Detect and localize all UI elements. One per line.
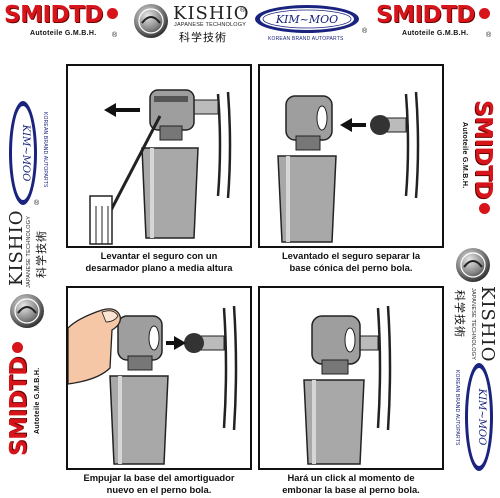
caption-line: nuevo en el perno bola. [106,484,212,495]
kishio-emblem-icon [456,248,490,282]
registered-mark: ® [486,32,492,39]
step-1-illustration [66,64,252,248]
red-dot-icon [479,8,490,19]
kimmoo-logo-left: KIM~MOO KOREAN BRAND AUTOPARTS ® [4,100,54,210]
smidtd-logo-top-right: SMIDTD Autoteile G.M.B.H. ® [376,2,496,40]
step-2-illustration [258,64,444,248]
caption-line: Hará un click al momento de [287,472,415,483]
kimmoo-emblem-icon: KIM~MOO [9,101,37,205]
kishio-emblem-icon [10,294,44,328]
smidtd-wordmark: SMIDTD [4,2,103,28]
caption-line: embonar la base al perno bola. [282,484,420,495]
step-3-illustration [66,286,252,470]
caption-line: desarmador plano a media altura [85,262,233,273]
kishio-cjk-text: 科学技術 [179,31,227,44]
kimmoo-logo-right: KIM~MOO KOREAN BRAND AUTOPARTS [448,360,498,494]
step-4-caption: Hará un click al momento de embonar la b… [258,472,444,496]
red-dot-icon [12,342,23,353]
kishio-logo-left: KISHIO JAPANESE TECHNOLOGY 科学技術 [4,210,56,330]
smidtd-subtitle: Autoteile G.M.B.H. [461,122,468,189]
kimmoo-subtitle: KOREAN BRAND AUTOPARTS [268,36,344,42]
kishio-cjk-text: 科学技術 [453,290,466,338]
kishio-subtitle: JAPANESE TECHNOLOGY [26,215,32,288]
step-2-caption: Levantado el seguro separar la base cóni… [258,250,444,274]
registered-mark: ® [112,32,118,39]
kishio-wordmark: KISHIO [6,209,27,286]
kishio-logo-top: KISHIO JAPANESE TECHNOLOGY 科学技術 ® [132,2,250,44]
kishio-wordmark: KISHIO [477,286,498,363]
kishio-wordmark: KISHIO [173,3,250,24]
registered-mark: ® [362,28,368,35]
kishio-emblem-icon [134,4,168,38]
registered-mark: ® [240,7,246,14]
caption-line: Levantado el seguro separar la [281,250,421,261]
smidtd-wordmark: SMIDTD [470,100,496,199]
kishio-subtitle: JAPANESE TECHNOLOGY [470,288,476,361]
kimmoo-subtitle: KOREAN BRAND AUTOPARTS [454,370,460,446]
kishio-cjk-text: 科学技術 [35,230,48,278]
kimmoo-emblem-icon: KIM~MOO [255,5,359,33]
smidtd-logo-top-left: SMIDTD Autoteile G.M.B.H. ® [4,2,120,39]
smidtd-subtitle: Autoteile G.M.B.H. [402,30,469,37]
red-dot-icon [479,203,490,214]
red-dot-icon [107,8,118,19]
svg-text:KIM~MOO: KIM~MOO [20,124,31,182]
svg-text:KIM~MOO: KIM~MOO [476,388,487,446]
smidtd-wordmark: SMIDTD [6,357,32,456]
caption-line: Levantar el seguro con un [100,250,218,261]
smidtd-subtitle: Autoteile G.M.B.H. [34,367,41,434]
smidtd-logo-left: SMIDTD Autoteile G.M.B.H. [4,336,60,494]
caption-line: base cónica del perno bola. [289,262,413,273]
step-4-illustration [258,286,444,470]
smidtd-subtitle: Autoteile G.M.B.H. [30,30,97,37]
kishio-logo-right: KISHIO JAPANESE TECHNOLOGY 科学技術 [446,244,498,362]
kimmoo-subtitle: KOREAN BRAND AUTOPARTS [42,112,48,188]
registered-mark: ® [34,200,40,207]
caption-line: Empujar la base del amortiguador [83,472,235,483]
kimmoo-logo-top: KIM~MOO KOREAN BRAND AUTOPARTS ® [254,4,370,44]
step-1-caption: Levantar el seguro con un desarmador pla… [66,250,252,274]
smidtd-logo-right: SMIDTD Autoteile G.M.B.H. [446,92,498,242]
svg-text:KIM~MOO: KIM~MOO [275,13,338,26]
kimmoo-emblem-icon: KIM~MOO [465,363,493,471]
smidtd-wordmark: SMIDTD [376,2,475,28]
kishio-subtitle: JAPANESE TECHNOLOGY [174,22,247,28]
step-3-caption: Empujar la base del amortiguador nuevo e… [66,472,252,496]
